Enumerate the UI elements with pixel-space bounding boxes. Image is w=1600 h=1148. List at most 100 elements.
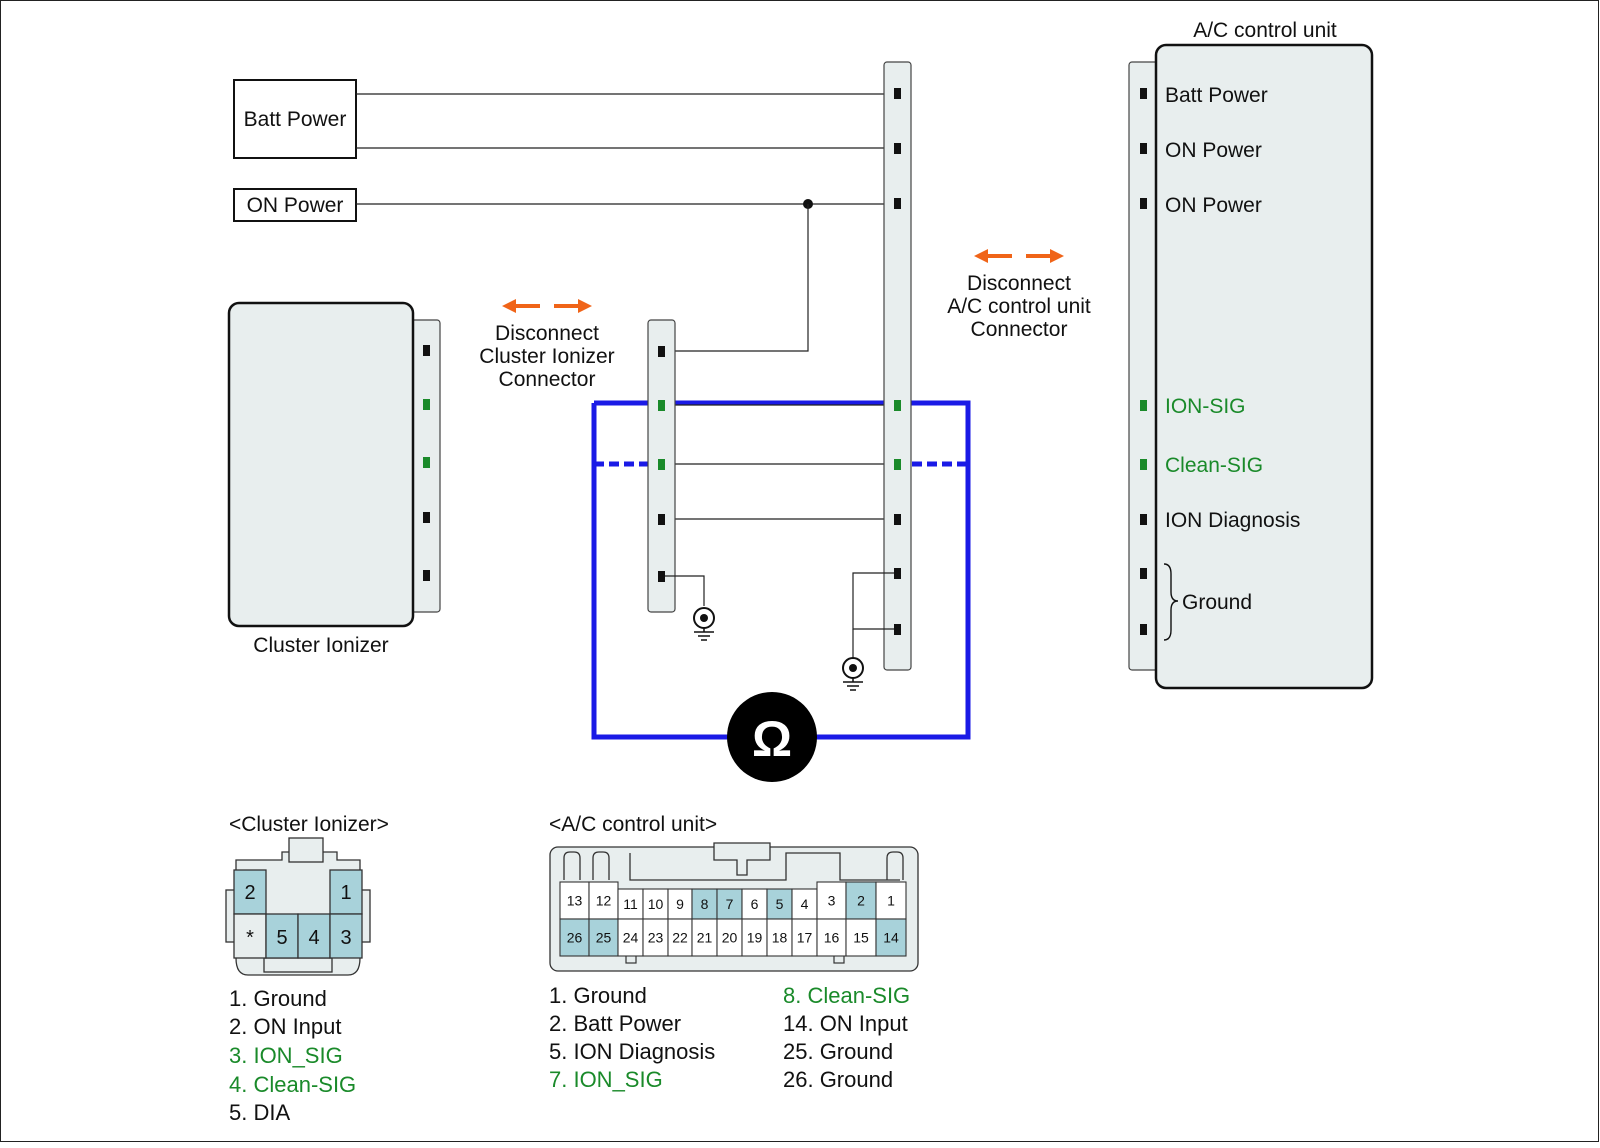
acu-pin-bottom-label: 24: [623, 930, 639, 946]
acu-pin-bottom-cell: [741, 918, 768, 957]
disconnect-cluster-line2: Cluster Ionizer: [479, 345, 614, 368]
wire-on-to-cluster: [660, 204, 809, 352]
wire-acu-ground: [852, 572, 894, 630]
acu-connector-title: <A/C control unit>: [549, 813, 717, 836]
acu-pin-bottom-label: 16: [824, 930, 840, 946]
wire-cluster-ground: [665, 575, 705, 606]
acu-label-on2: ON Power: [1165, 194, 1262, 217]
cluster-conn-pin-star: *: [246, 927, 254, 949]
acu-pin-top-cell: [716, 888, 743, 920]
cluster-conn-pin-2: 2: [244, 882, 255, 904]
harness-c-pin-2: [658, 400, 665, 411]
disconnect-arrow-icon: [502, 299, 592, 313]
acu-legend-item: 26. Ground: [783, 1067, 893, 1092]
acu-legend-item: 2. Batt Power: [549, 1011, 681, 1036]
acu-pin-on1: [1140, 143, 1147, 154]
cluster-legend-item: 1. Ground: [229, 986, 327, 1011]
ohm-symbol: Ω: [752, 711, 792, 767]
acu-pin-top-label: 2: [857, 893, 865, 909]
harness-a-pin-on2: [894, 198, 901, 209]
acu-pin-top-cell: [766, 888, 793, 920]
acu-pin-bottom-label: 15: [853, 930, 869, 946]
acu-pin-bottom-label: 22: [672, 930, 688, 946]
acu-pin-top-label: 1: [887, 893, 895, 909]
cluster-legend-item: 5. DIA: [229, 1100, 290, 1125]
acu-legend-item: 5. ION Diagnosis: [549, 1039, 715, 1064]
cluster-pin-4: [423, 512, 430, 523]
acu-pin-bottom-label: 25: [596, 930, 612, 946]
acu-pin-bottom-cell: [816, 918, 847, 957]
acu-pin-batt: [1140, 88, 1147, 99]
disconnect-arrow-icon: [974, 249, 1064, 263]
disconnect-cluster-line1: Disconnect: [495, 322, 599, 345]
disconnect-acu-line2: A/C control unit: [947, 295, 1091, 318]
cluster-conn-pin-1: 1: [340, 882, 351, 904]
harness-c-pin-3: [658, 459, 665, 470]
cluster-pin-3: [423, 457, 430, 468]
on-power-box: [233, 188, 357, 222]
cluster-conn-pin-3: 3: [340, 927, 351, 949]
harness-a-pin-ion-diag: [894, 514, 901, 525]
on-power-label: ON Power: [247, 194, 344, 217]
cluster-conn-pin-4: 4: [308, 927, 319, 949]
acu-pin-top-cell: [559, 881, 590, 920]
harness-c-pin-1: [658, 346, 665, 357]
ground-icon: [842, 657, 864, 691]
cluster-ionizer-body: [227, 301, 415, 628]
acu-pin-top-label: 12: [596, 893, 612, 909]
ground-icon: [693, 607, 715, 641]
cluster-conn-pin-5: 5: [276, 927, 287, 949]
acu-pin-bottom-label: 14: [883, 930, 899, 946]
cluster-connector-face: [225, 837, 371, 976]
harness-c-pin-4: [658, 514, 665, 525]
acu-pin-bottom-label: 18: [772, 930, 788, 946]
harness-a-pin-ion-sig: [894, 400, 901, 411]
acu-label-clean-sig: Clean-SIG: [1165, 454, 1263, 477]
acu-pin-top-label: 13: [567, 893, 583, 909]
acu-legend-item: 7. ION_SIG: [549, 1067, 663, 1092]
acu-pin-bottom-cell: [791, 918, 818, 957]
disconnect-cluster-line3: Connector: [499, 368, 596, 391]
acu-pin-bottom-cell: [588, 918, 619, 957]
acu-legend-item: 14. ON Input: [783, 1011, 908, 1036]
cluster-legend-item: 3. ION_SIG: [229, 1043, 343, 1068]
acu-pin-top-label: 7: [726, 896, 734, 912]
acu-pin-top-cell: [667, 888, 693, 920]
harness-a-pin-batt: [894, 88, 901, 99]
disconnect-acu-line3: Connector: [971, 318, 1068, 341]
acu-pin-top-label: 5: [776, 896, 784, 912]
acu-label-on1: ON Power: [1165, 139, 1262, 162]
harness-a-pin-clean-sig: [894, 459, 901, 470]
acu-pin-bottom-label: 21: [697, 930, 713, 946]
acu-pin-bottom-cell: [559, 918, 590, 957]
acu-pin-top-label: 4: [801, 896, 809, 912]
acu-pin-top-label: 3: [828, 893, 836, 909]
acu-legend-item: 8. Clean-SIG: [783, 983, 910, 1008]
acu-pin-top-label: 11: [623, 896, 638, 912]
disconnect-acu-line1: Disconnect: [967, 272, 1071, 295]
acu-pin-bottom-cell: [716, 918, 743, 957]
acu-pin-top-cell: [875, 881, 907, 920]
harness-a-pin-ground1: [894, 568, 901, 579]
acu-pin-bottom-cell: [875, 918, 907, 957]
meter-wire-solid: [591, 400, 971, 740]
cluster-connector-title: <Cluster Ionizer>: [229, 813, 389, 836]
cluster-pin-2: [423, 399, 430, 410]
acu-pin-top-label: 9: [676, 896, 684, 912]
acu-pin-bottom-label: 23: [648, 930, 664, 946]
cluster-ionizer-label: Cluster Ionizer: [253, 634, 388, 657]
harness-c-pin-5: [658, 571, 665, 582]
acu-pin-bottom-cell: [642, 918, 669, 957]
acu-pin-bottom-label: 17: [797, 930, 813, 946]
cluster-pin-5: [423, 570, 430, 581]
harness-a-pin-on1: [894, 143, 901, 154]
acu-pin-top-label: 8: [701, 896, 709, 912]
acu-pin-top-cell: [741, 888, 768, 920]
acu-label-ion-diag: ION Diagnosis: [1165, 509, 1300, 532]
acu-pin-bottom-label: 20: [722, 930, 738, 946]
acu-pin-ground1: [1140, 568, 1147, 579]
